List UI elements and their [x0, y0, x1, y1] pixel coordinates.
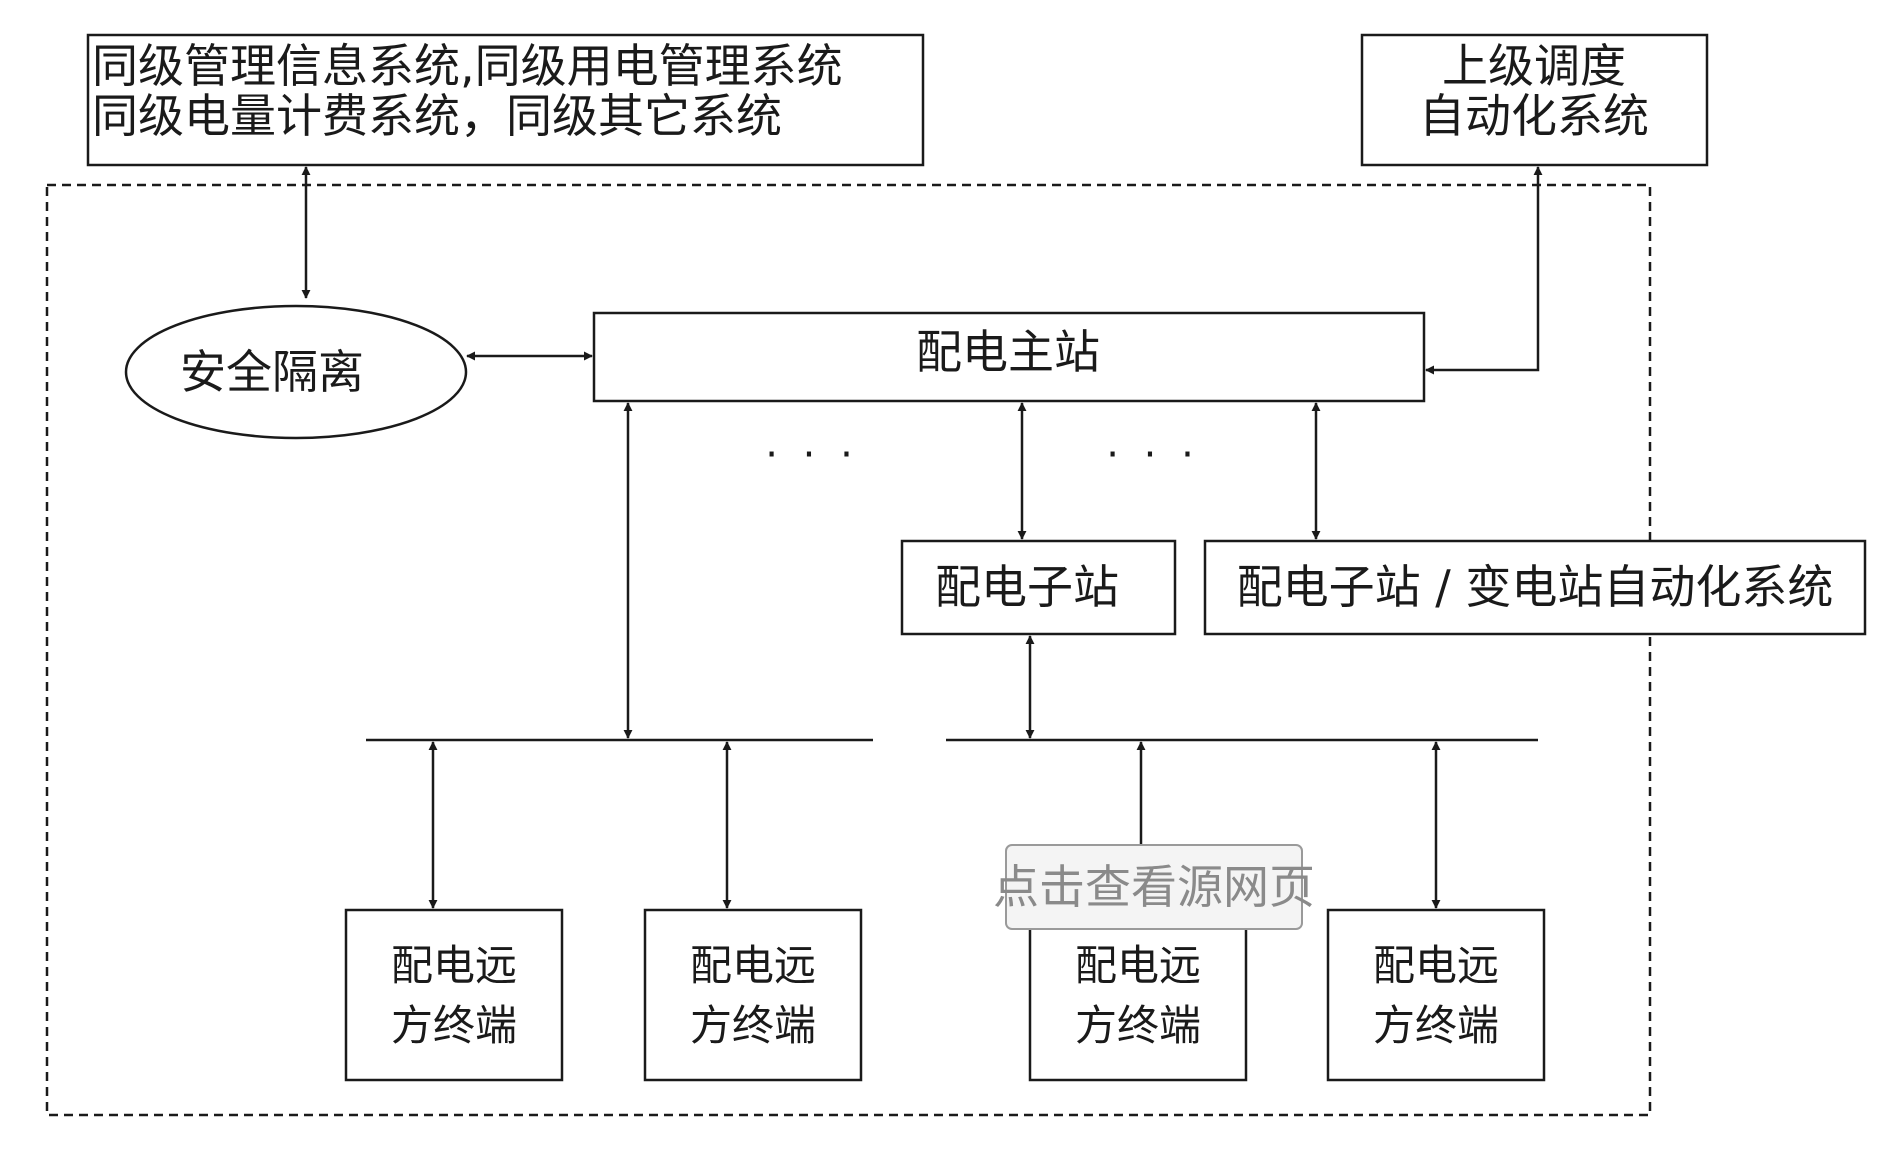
view-source-page-label: 点击查看源网页 — [993, 860, 1315, 914]
master-station-label: 配电主站 — [916, 325, 1100, 379]
substation-automation-label: 配电子站 / 变电站自动化系统 — [1237, 560, 1834, 614]
rtu-node-4: 配电远 方终端 — [1326, 908, 1546, 1082]
peer-systems-line2: 同级电量计费系统，同级其它系统 — [92, 89, 782, 143]
rtu-2-line1: 配电远 — [690, 941, 816, 990]
substation-automation-node: 配电子站 / 变电站自动化系统 — [1203, 539, 1867, 636]
connector-master-upper — [1425, 166, 1543, 375]
upper-dispatch-line1: 上级调度 — [1442, 39, 1626, 93]
substation-label: 配电子站 — [935, 560, 1119, 614]
security-isolation-node: 安全隔离 — [124, 304, 468, 440]
rtu-2-line2: 方终端 — [690, 1001, 816, 1050]
substation-node: 配电子站 — [900, 539, 1177, 636]
rtu-1-line2: 方终端 — [391, 1001, 517, 1050]
upper-dispatch-line2: 自动化系统 — [1419, 89, 1649, 143]
system-boundary — [45, 183, 1652, 1117]
peer-systems-node: 同级管理信息系统,同级用电管理系统 同级电量计费系统，同级其它系统 — [86, 33, 925, 167]
rtu-node-1: 配电远 方终端 — [344, 908, 564, 1082]
ellipsis-right: · · · — [1106, 432, 1200, 478]
peer-systems-line1: 同级管理信息系统,同级用电管理系统 — [92, 39, 843, 93]
rtu-4-line2: 方终端 — [1373, 1001, 1499, 1050]
rtu-3-line2: 方终端 — [1075, 1001, 1201, 1050]
rtu-node-3: 配电远 方终端 — [1028, 908, 1248, 1082]
rtu-3-line1: 配电远 — [1075, 941, 1201, 990]
ellipsis-left: · · · — [765, 432, 859, 478]
rtu-node-2: 配电远 方终端 — [643, 908, 863, 1082]
rtu-4-line1: 配电远 — [1373, 941, 1499, 990]
view-source-page-button[interactable]: 点击查看源网页 — [993, 844, 1315, 930]
upper-dispatch-node: 上级调度 自动化系统 — [1360, 33, 1709, 167]
master-station-node: 配电主站 — [592, 311, 1426, 403]
security-isolation-label: 安全隔离 — [180, 345, 364, 399]
rtu-1-line1: 配电远 — [391, 941, 517, 990]
